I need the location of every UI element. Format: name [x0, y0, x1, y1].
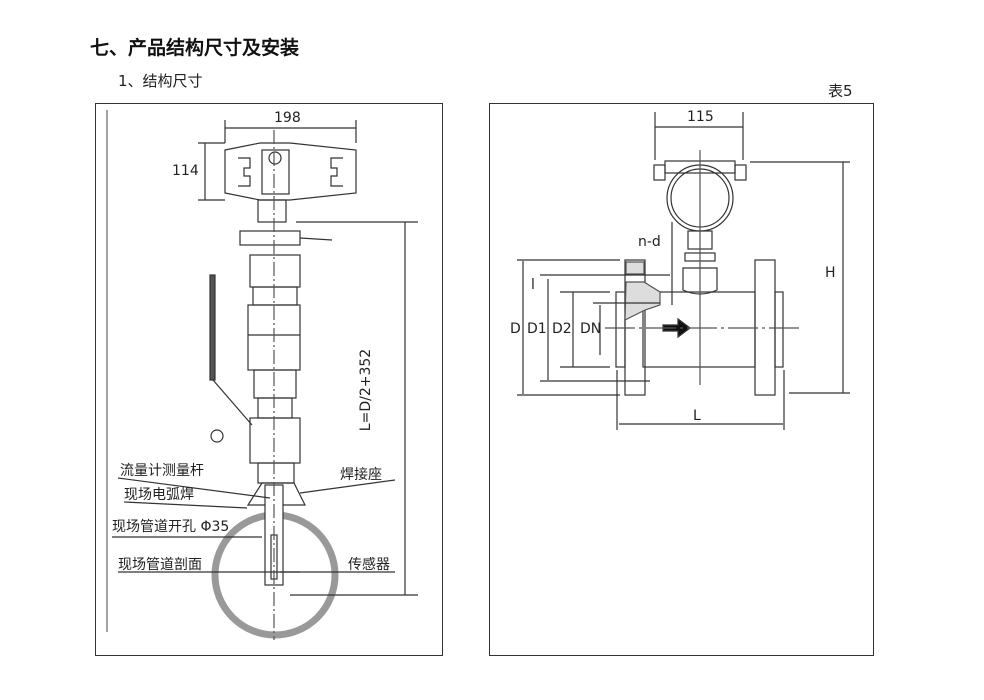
- dim-D1-label: D1: [527, 321, 547, 337]
- dim-DN-label: DN: [580, 321, 602, 337]
- dim-D2-label: D2: [552, 321, 572, 337]
- packing-nut: [257, 462, 295, 484]
- dim-H-label: H: [825, 265, 836, 281]
- rod-leader: [117, 477, 271, 499]
- l-label: l: [531, 277, 535, 293]
- cutaway-hatch: [624, 261, 661, 321]
- sensor-housing: [682, 267, 718, 295]
- label-rod: 流量计测量杆: [120, 463, 204, 479]
- left-tab: [653, 164, 666, 181]
- weld-seat: [246, 482, 306, 506]
- dim-198-label: 198: [274, 110, 301, 126]
- label-arc-weld: 现场电弧焊: [124, 487, 194, 503]
- left-drawing-frame: [95, 103, 443, 656]
- label-weld-seat: 焊接座: [340, 467, 382, 483]
- label-sensor: 传感器: [348, 557, 390, 573]
- subsection-heading: 1、结构尺寸: [118, 72, 203, 90]
- weld-seat-leader: [299, 479, 396, 494]
- section-heading: 七、产品结构尺寸及安装: [90, 37, 300, 59]
- right-tab: [734, 164, 747, 181]
- table-reference: 表5: [828, 82, 853, 100]
- converter-head: [224, 142, 357, 201]
- flow-arrow: [662, 317, 691, 339]
- label-hole: 现场管道开孔 Φ35: [112, 519, 230, 535]
- valve-lever: [209, 274, 216, 381]
- valve-body: [239, 230, 301, 246]
- dim-D-label: D: [510, 321, 521, 337]
- dim-L-label: L: [693, 408, 701, 424]
- dim-L-formula-label: L=D/2+352: [358, 348, 375, 432]
- valve-rod: [299, 237, 333, 241]
- label-pipe-section: 现场管道剖面: [118, 557, 202, 573]
- right-drawing-frame: [489, 103, 874, 656]
- upper-nut: [252, 286, 298, 306]
- dim-114-label: 114: [172, 163, 199, 179]
- head-fins: [238, 157, 343, 187]
- n-d-label: n-d: [638, 234, 661, 250]
- flanged-flowmeter-drawing: [517, 112, 850, 430]
- left-face: [615, 291, 626, 368]
- weld-leader: [123, 501, 248, 509]
- dim-115-label: 115: [687, 109, 714, 125]
- upper-body: [249, 254, 301, 288]
- ball-valve: [249, 417, 301, 464]
- valve-knob: [210, 429, 224, 443]
- lower-nut: [253, 369, 297, 399]
- ball-valve-stem: [257, 397, 293, 419]
- head-center: [261, 149, 290, 195]
- right-face: [774, 291, 784, 368]
- insertion-flowmeter-drawing: [106, 110, 418, 640]
- stem: [257, 199, 287, 223]
